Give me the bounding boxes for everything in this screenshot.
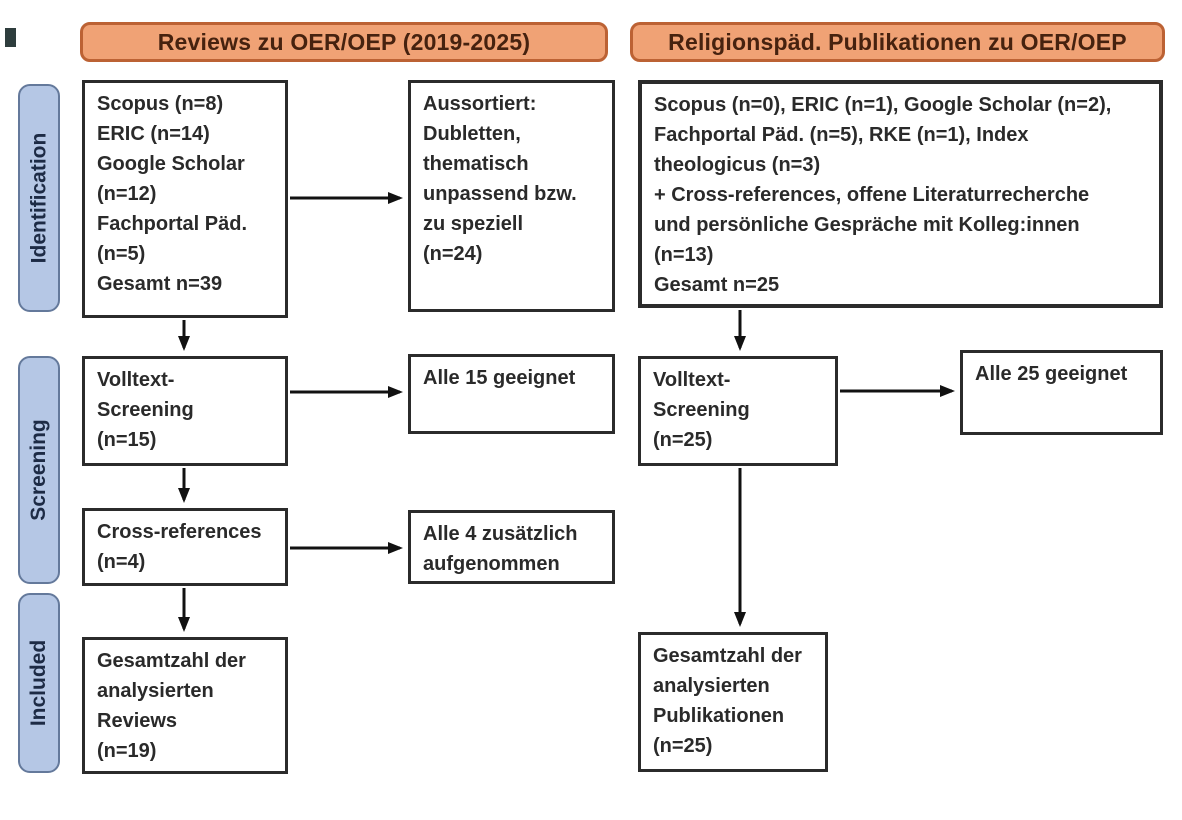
- box-publications-included-total: Gesamtzahl der analysierten Publikatione…: [638, 632, 828, 772]
- box-reviews-fulltext-result: Alle 15 geeignet: [408, 354, 615, 434]
- box-reviews-fulltext-screening: Volltext- Screening (n=15): [82, 356, 288, 466]
- stage-label-screening: Screening: [18, 356, 60, 584]
- stage-label-included-text: Included: [27, 639, 50, 727]
- box-publications-fulltext-result: Alle 25 geeignet: [960, 350, 1163, 435]
- stage-label-screening-text: Screening: [27, 419, 51, 521]
- box-publications-sources: Scopus (n=0), ERIC (n=1), Google Scholar…: [638, 80, 1163, 308]
- box-reviews-sources: Scopus (n=8) ERIC (n=14) Google Scholar …: [82, 80, 288, 318]
- stage-label-included: Included: [18, 593, 60, 773]
- column-header-publications: Religionspäd. Publikationen zu OER/OEP: [630, 22, 1165, 62]
- stage-label-identification-text: Identification: [27, 132, 51, 264]
- column-header-reviews: Reviews zu OER/OEP (2019-2025): [80, 22, 608, 62]
- scan-artifact: [5, 28, 16, 47]
- box-publications-fulltext-screening: Volltext- Screening (n=25): [638, 356, 838, 466]
- box-reviews-crossreferences: Cross-references (n=4): [82, 508, 288, 586]
- stage-label-identification: Identification: [18, 84, 60, 312]
- box-reviews-excluded: Aussortiert: Dubletten, thematisch unpas…: [408, 80, 615, 312]
- box-reviews-included-total: Gesamtzahl der analysierten Reviews (n=1…: [82, 637, 288, 774]
- box-reviews-crossreferences-result: Alle 4 zusätzlich aufgenommen: [408, 510, 615, 584]
